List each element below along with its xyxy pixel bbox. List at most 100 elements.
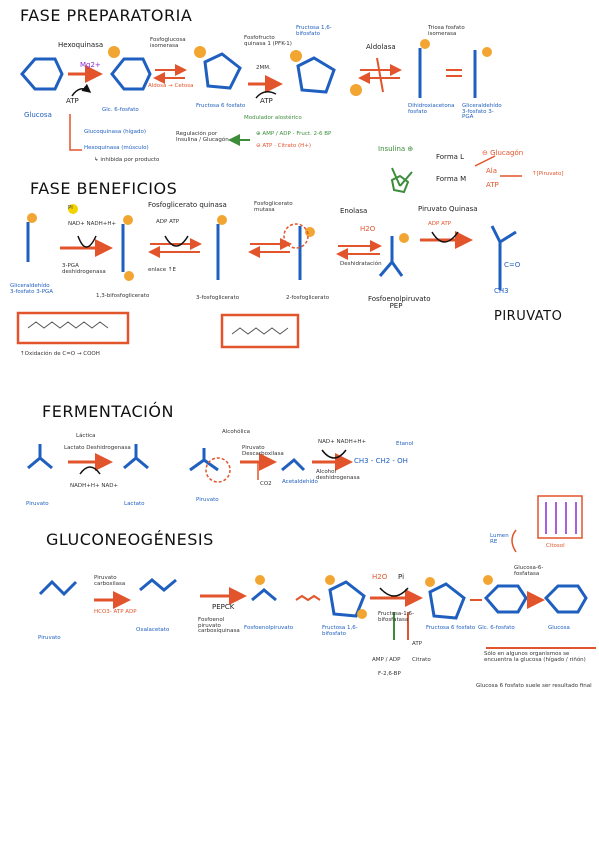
label-hexoquinasa: Hexoquinasa [58,41,104,49]
g3p-b-structure-icon [26,213,37,262]
label-lactica: Láctica [76,433,96,439]
heading-beneficios: FASE BENEFICIOS [30,179,178,198]
mechanism-box-1 [16,311,130,345]
label-pi: Pi [68,205,73,211]
label-gliceraldehido-ben: Gliceraldehído 3-fosfato 3-PGA [10,283,54,295]
label-reg-pos: ⊕ AMP / ADP - Fruct. 2-6 BP [256,131,332,137]
label-h2o-ben: H2O [360,225,376,233]
label-pc: Piruvato carboxilasa [94,575,126,587]
label-fosfoglucosa: Fosfoglucosa isomerasa [150,37,186,49]
label-pi-gng: Pi [398,573,405,581]
fermentacion-structures [27,444,306,472]
2pg-structure-icon [283,223,315,280]
label-pfk: Fosfofructo quinasa 1 (PFK-1) [244,35,292,47]
label-nota1: Sólo en algunos organismos se encuentra … [484,651,586,663]
label-piruvato-gng: Piruvato [38,635,61,641]
g6p-hexagon-icon [108,46,152,91]
label-pepck-full: Fosfoenol piruvato carboxiquinasa [198,617,240,634]
label-pg-quinasa: Fosfoglicerato quinasa [148,201,227,209]
label-pyr-ch3: CH3 [494,287,509,295]
label-pepck: PEPCK [212,603,235,611]
label-citosol: Citosol [546,543,565,549]
label-2pg: 2-fosfoglicerato [286,295,330,301]
label-lactato: Lactato [124,501,145,507]
label-mg: Mg2+ [80,61,101,69]
piruvato-structure-icon [490,225,517,290]
heading-preparatoria: FASE PREPARATORIA [20,6,193,25]
label-fbpasa: Fructosa-1,6-bifosfatasa [378,611,415,623]
label-f16bp: Fructosa 1,6-bifosfato [296,25,332,37]
label-glucoquinasa: Glucoquinasa (hígado) [84,129,147,135]
label-dhap: Dihidroxiacetona fosfato [408,103,455,115]
f16bp-pentagon-icon [290,50,362,96]
label-etanol-formula: CH3 - CH2 - OH [354,457,408,465]
label-nad2: NAD+ NADH+H+ [318,439,367,445]
label-aldolasa: Aldolasa [366,43,396,51]
label-pep-gng: Fosfoenolpiruvato [244,625,294,631]
label-enlace: enlace ↑E [148,267,177,273]
label-reg2: F-2,6-BP [378,671,401,677]
label-atp2: ATP [260,97,273,105]
label-pdc: Piruvato Descarboxilasa [242,445,284,457]
label-piruvato-quinasa: Piruvato Quinasa [418,205,478,213]
label-insulina: Insulina ⊕ [378,145,414,153]
label-piruvato-final: PIRUVATO [494,309,563,324]
label-deshidratacion: Deshidratación [340,261,382,267]
label-adh: Alcohol deshidrogenasa [316,469,360,481]
f6p-pentagon-icon [194,46,242,90]
label-piruvato-ferm: Piruvato [26,501,49,507]
label-regulacion: Regulación por Insulina / Glucagón [176,131,229,143]
label-mg2: 2MM. [256,65,271,71]
label-g6p: Glc. 6-fosfato [102,107,139,113]
label-pga-dh: 3-PGA deshidrogenasa [62,263,106,275]
label-nadh: NADH+H+ NAD+ [70,483,119,489]
label-oxalacetato: Oxalacetato [136,627,170,633]
label-citrato: Citrato [412,657,431,663]
label-gliceraldehido-prep: Gliceraldehído 3-fosfato 3-PGA [462,103,502,120]
label-adp-atp1: ADP ATP [156,219,180,225]
label-piruvato-reg: ↑[Piruvato] [532,171,564,177]
heading-gluconeogenesis: GLUCONEOGÉNESIS [46,530,214,549]
label-acetaldehido: Acetaldehído [282,479,318,485]
label-forma-l: Forma L [436,153,465,161]
3pg-structure-icon [216,215,227,280]
label-lumen: Lumen RE [490,533,509,545]
gng-structures [38,578,588,620]
pep-structure-icon [378,233,409,277]
label-glucosa-gng: Glucosa [548,625,570,631]
label-ala: Ala [486,167,498,175]
label-f6p-gng: Fructosa 6 fosfato [426,625,476,631]
label-aldosa: Aldosa → Cetosa [148,83,194,89]
label-etanol: Etanol [396,441,414,447]
label-pep: Fosfoenolpiruvato PEP [368,295,431,310]
label-forma-m: Forma M [436,175,467,183]
label-3pg: 3-fosfoglicerato [196,295,240,301]
label-g6pasa: Glucosa-6-fosfatasa [514,565,544,577]
mechanism-box-2 [220,313,300,349]
label-inhibido: ↳ inhibida por producto [94,157,160,163]
label-modulador: Modulador alostérico [244,115,302,121]
label-g6p-gng: Glc. 6-fosfato [478,625,515,631]
label-hexoquinasa-inh: Hexoquinasa (músculo) [84,145,149,151]
label-f16bp-gng: Fructosa 1,6-bifosfato [322,625,358,637]
glucose-hexagon-icon [20,57,64,91]
label-nad: NAD+ NADH+H+ [68,221,117,227]
label-nota2: Glucosa 6 fosfato suele ser resultado fi… [476,683,592,689]
g3p-structure-icon [473,47,492,98]
label-13bpg: 1,3-bifosfoglicerato [96,293,150,299]
dhap-structure-icon [418,39,430,98]
label-pyr-co: C=O [504,261,521,269]
label-glucagon: ⊖ Glucagón [482,149,524,157]
label-oxidacion: ↑Oxidación de C=O → COOH [20,351,100,357]
label-atp1: ATP [66,97,79,105]
label-reg1: AMP / ADP [372,657,401,663]
label-ldh: Lactato Deshidrogenasa [64,445,131,451]
label-enolasa: Enolasa [340,207,368,215]
13bpg-structure-icon [121,215,134,281]
label-atp-gng: ATP [412,641,423,647]
label-reg-neg: ⊖ ATP · Citrato (H+) [256,143,312,149]
label-adp-atp2: ADP ATP [428,221,452,227]
label-alcoholica: Alcohólica [222,429,250,435]
